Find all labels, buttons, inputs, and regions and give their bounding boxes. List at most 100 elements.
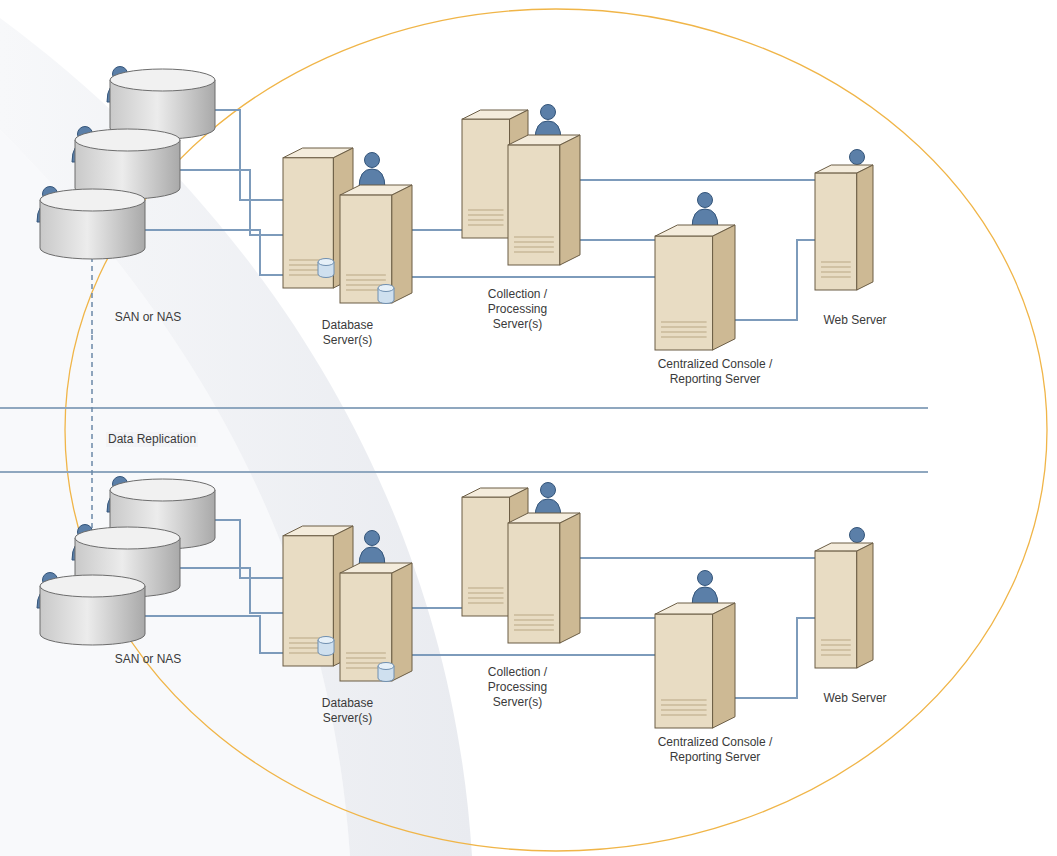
server-icon xyxy=(508,523,560,643)
network-link xyxy=(420,229,455,231)
server-icon xyxy=(815,173,857,290)
wire-stub xyxy=(180,567,225,569)
server-group: Web Server xyxy=(805,145,907,331)
server-icon xyxy=(655,614,713,728)
wire-stub xyxy=(215,519,225,521)
wire-stub xyxy=(275,652,283,654)
server-vent xyxy=(468,215,504,216)
wire-stub xyxy=(735,697,792,699)
server-vent xyxy=(821,650,851,651)
wire-stub xyxy=(412,229,420,231)
node-label: Collection / Processing Server(s) xyxy=(470,665,565,710)
server-group: Database Server(s) xyxy=(275,508,420,738)
wire-stub xyxy=(580,239,590,241)
server-vent xyxy=(821,267,851,268)
server-icon xyxy=(462,497,510,616)
server-icon xyxy=(462,119,510,238)
node-label: Centralized Console / Reporting Server xyxy=(640,735,790,765)
node-label: Web Server xyxy=(805,691,905,706)
wire-stub xyxy=(412,607,420,609)
wire-stub xyxy=(412,276,420,278)
network-link xyxy=(225,568,275,613)
node-icon xyxy=(805,523,905,703)
server-icon xyxy=(713,603,735,728)
server-vent xyxy=(468,593,504,594)
node-label: Database Server(s) xyxy=(310,318,385,348)
database-icon xyxy=(318,259,334,266)
separator-line xyxy=(0,407,928,409)
background-swoosh xyxy=(0,18,472,856)
wire-stub xyxy=(180,169,225,171)
server-vent xyxy=(821,272,851,273)
storage-disk xyxy=(110,69,215,91)
node-label: SAN or NAS xyxy=(98,652,198,667)
storage-group: SAN or NAS xyxy=(10,70,225,335)
server-vent xyxy=(468,220,504,221)
server-vent xyxy=(661,332,707,333)
node-icon xyxy=(283,148,412,304)
wire-stub xyxy=(275,274,283,276)
server-vent xyxy=(661,715,707,716)
wire-stub xyxy=(275,199,283,201)
network-link xyxy=(590,239,640,241)
node-label: SAN or NAS xyxy=(98,310,198,325)
server-group: Collection / Processing Server(s) xyxy=(455,473,590,718)
server-vent xyxy=(346,658,386,659)
wire-stub xyxy=(275,612,283,614)
server-icon xyxy=(392,563,412,681)
server-vent xyxy=(514,630,554,631)
wire-stub xyxy=(640,617,655,619)
server-vent xyxy=(514,247,554,248)
server-icon xyxy=(857,165,873,290)
network-link xyxy=(225,170,275,235)
wire-stub xyxy=(412,654,420,656)
wire-stub xyxy=(805,557,815,559)
user-icon xyxy=(698,193,713,208)
node-label: Centralized Console / Reporting Server xyxy=(640,357,790,387)
server-vent xyxy=(661,337,707,338)
storage-disk xyxy=(40,575,145,597)
server-vent xyxy=(514,237,554,238)
wire-stub xyxy=(580,617,590,619)
wire-stub xyxy=(145,229,225,231)
server-icon xyxy=(560,513,580,643)
server-vent xyxy=(661,705,707,706)
network-link xyxy=(590,557,805,559)
server-group: Web Server xyxy=(805,523,907,709)
storage-disk xyxy=(75,527,180,549)
server-icon xyxy=(713,225,735,350)
node-icon xyxy=(10,478,225,678)
node-icon xyxy=(462,105,580,266)
network-link xyxy=(420,607,455,609)
server-vent xyxy=(346,280,386,281)
node-label: Web Server xyxy=(805,313,905,328)
user-icon xyxy=(850,528,865,543)
server-group: Collection / Processing Server(s) xyxy=(455,95,590,340)
wire-stub xyxy=(640,654,655,656)
database-icon xyxy=(378,285,394,292)
network-link xyxy=(225,616,275,653)
user-icon xyxy=(850,150,865,165)
server-vent xyxy=(514,620,554,621)
server-vent xyxy=(821,277,851,278)
node-icon xyxy=(37,67,215,260)
server-vent xyxy=(821,655,851,656)
node-icon xyxy=(815,528,873,669)
wire-stub xyxy=(145,615,225,617)
server-group: Database Server(s) xyxy=(275,130,420,360)
server-icon xyxy=(392,185,412,303)
node-icon xyxy=(37,477,215,646)
server-vent xyxy=(661,710,707,711)
storage-group: SAN or NAS xyxy=(10,478,225,678)
server-icon xyxy=(283,536,333,666)
server-vent xyxy=(468,210,504,211)
network-link xyxy=(420,654,640,656)
user-icon xyxy=(541,105,556,120)
node-icon xyxy=(462,483,580,644)
wire-stub xyxy=(735,319,792,321)
node-label: Database Server(s) xyxy=(310,696,385,726)
server-vent xyxy=(346,653,386,654)
boundary-ellipse xyxy=(65,9,1047,851)
server-group: Centralized Console / Reporting Server xyxy=(640,185,792,400)
node-icon xyxy=(805,145,905,325)
